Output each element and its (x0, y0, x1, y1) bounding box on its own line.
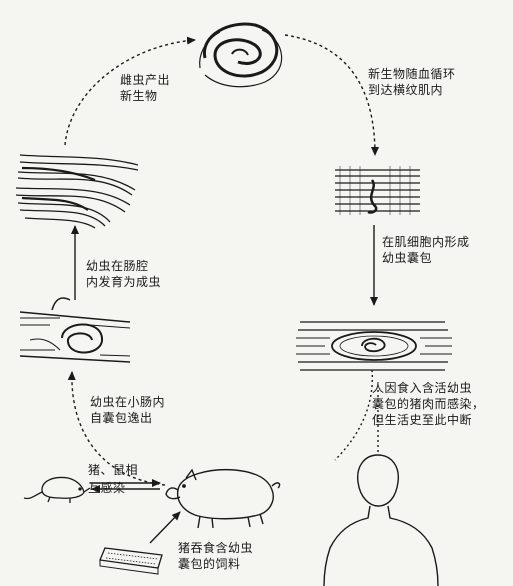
label-newborn-larvae-to-muscle: 新生物随血循环 到达横纹肌内 (368, 66, 456, 98)
muscle-fiber-larva-illustration (335, 166, 420, 215)
arrow-larvae-to-muscle (284, 34, 379, 156)
rat-illustration (23, 476, 91, 503)
label-line: 雌虫产出 (120, 73, 171, 87)
label-line: 幼虫在小肠内 (90, 395, 166, 409)
label-line: 新生物随血循环 (368, 67, 456, 81)
label-develop-to-adult: 幼虫在肠腔 内发育为成虫 (86, 258, 161, 290)
arrow-adults-to-larvae (64, 36, 196, 146)
label-line: 幼虫在肠腔 (86, 259, 149, 273)
label-line: 猪、鼠相 (88, 463, 139, 477)
encysted-larva-illustration (296, 321, 452, 371)
label-line: 自囊包逸出 (90, 411, 153, 425)
arrow-feed-to-pig (149, 511, 181, 544)
adult-worms-illustration (15, 154, 139, 229)
label-line: 但生活史至此中断 (372, 413, 473, 427)
label-pig-eats-feed: 猪吞食含幼虫 囊包的饲料 (178, 540, 253, 572)
label-human-infection: 人因食入含活幼虫 囊包的猪肉而感染， 但生活史至此中断 (372, 380, 485, 428)
label-line: 互感染 (88, 481, 126, 495)
label-encyst-in-muscle: 在肌细胞内形成 幼虫囊包 (382, 234, 470, 266)
label-line: 新生物 (120, 89, 158, 103)
pig-illustration (165, 468, 281, 529)
human-silhouette-illustration (323, 454, 439, 586)
label-female-produces-larvae: 雌虫产出 新生物 (120, 72, 170, 104)
label-line: 内发育为成虫 (86, 275, 162, 289)
label-line: 在肌细胞内形成 (382, 235, 470, 249)
coiled-larva-illustration (199, 22, 283, 88)
label-line: 人因食入含活幼虫 (372, 381, 473, 395)
arrow-cyst-to-human (334, 369, 373, 461)
label-line: 猪吞食含幼虫 (178, 541, 254, 555)
label-line: 囊包的猪肉而感染， (372, 397, 485, 411)
label-line: 囊包的饲料 (178, 557, 241, 571)
feed-trough-illustration (99, 547, 163, 575)
label-line: 幼虫囊包 (382, 251, 433, 265)
label-excyst-in-intestine: 幼虫在小肠内 自囊包逸出 (90, 394, 165, 426)
label-pig-rat-mutual-infection: 猪、鼠相 互感染 (88, 462, 138, 496)
cycle-arrows (64, 34, 379, 544)
label-line: 到达横纹肌内 (368, 83, 444, 97)
intestine-worms-illustration (19, 297, 131, 363)
